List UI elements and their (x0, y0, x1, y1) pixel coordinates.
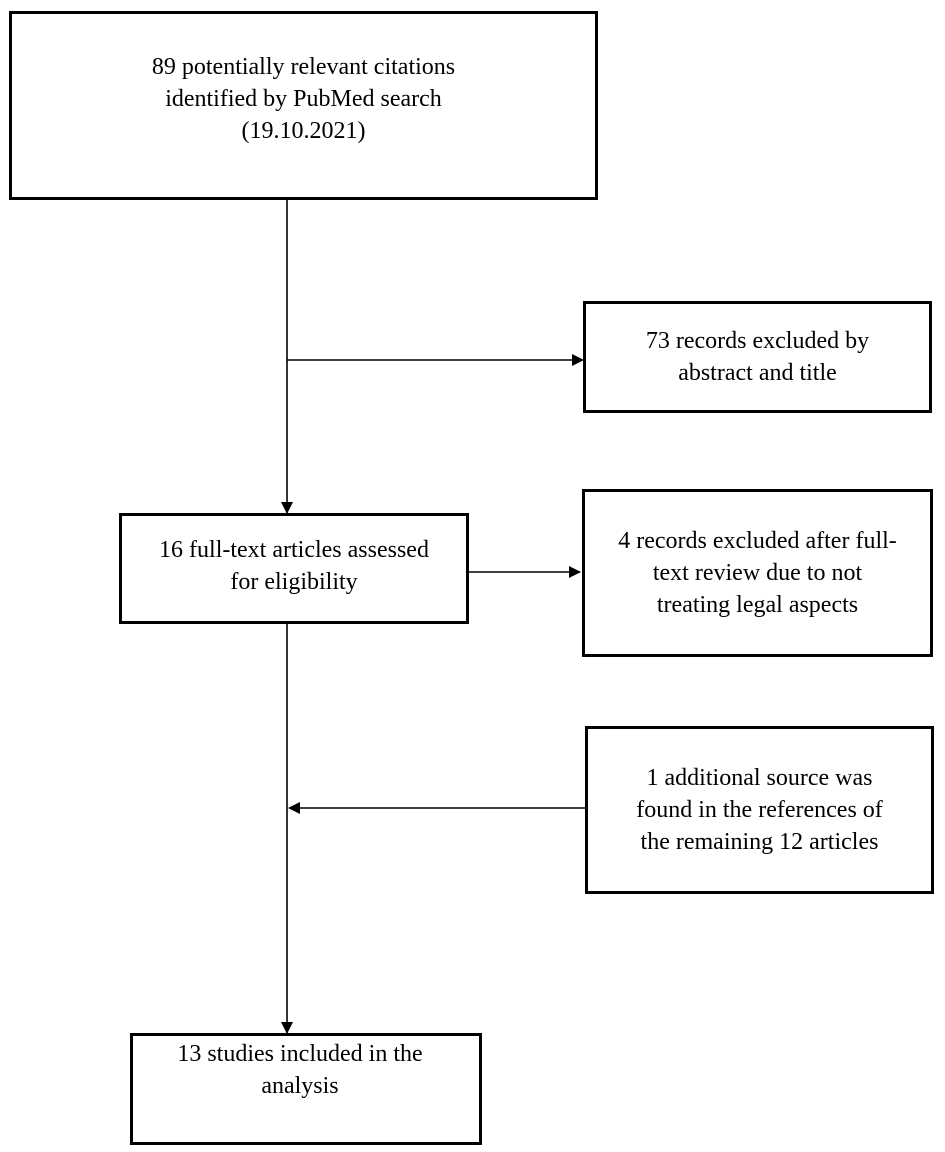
included-line-1: 13 studies included in the (177, 1041, 423, 1067)
box-fulltext-assessed: 16 full-text articles assessed for eligi… (119, 513, 469, 624)
excluded-abstract-line-2: abstract and title (678, 360, 837, 386)
included-line-2: analysis (261, 1073, 339, 1099)
box-studies-included: 13 studies included in the analysis (130, 1033, 482, 1145)
additional-line-3: the remaining 12 articles (640, 829, 879, 855)
excluded-fulltext-line-3: treating legal aspects (656, 592, 859, 618)
excluded-fulltext-line-2: text review due to not (652, 560, 863, 586)
identified-line-1: 89 potentially relevant citations (151, 53, 456, 80)
box-excluded-after-fulltext: 4 records excluded after full- text revi… (582, 489, 933, 657)
additional-line-1: 1 additional source was (646, 765, 873, 791)
box-excluded-by-abstract: 73 records excluded by abstract and titl… (583, 301, 932, 413)
identified-line-2: identified by PubMed search (165, 85, 442, 112)
box-identified-citations: 89 potentially relevant citations identi… (9, 11, 598, 200)
additional-line-2: found in the references of (636, 797, 883, 823)
fulltext-line-2: for eligibility (230, 568, 358, 595)
excluded-abstract-line-1: 73 records excluded by (645, 328, 870, 354)
box-additional-source: 1 additional source was found in the ref… (585, 726, 934, 894)
excluded-fulltext-line-1: 4 records excluded after full- (618, 528, 897, 554)
fulltext-line-1: 16 full-text articles assessed (159, 536, 429, 563)
identified-line-3: (19.10.2021) (241, 117, 366, 144)
